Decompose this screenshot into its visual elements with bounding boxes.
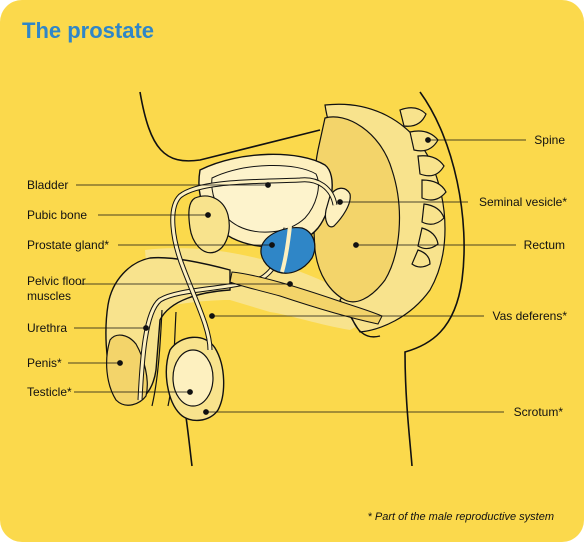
penis-edge: [151, 309, 163, 407]
label-testicle: Testicle*: [27, 385, 72, 399]
leader-lines: [68, 137, 526, 415]
label-seminal-vesicle: Seminal vesicle*: [479, 195, 567, 209]
spine-vertebrae: [399, 107, 447, 268]
testicle-shape: [172, 349, 214, 407]
glans: [106, 334, 148, 406]
footnote: * Part of the male reproductive system: [367, 511, 554, 523]
label-scrotum: Scrotum*: [514, 405, 564, 419]
page-title: The prostate: [22, 18, 155, 43]
back-contour: [404, 91, 465, 467]
label-pelvic-floor-2: muscles: [27, 289, 71, 303]
pubic-bone-shape: [188, 195, 230, 254]
label-urethra: Urethra: [27, 321, 67, 335]
label-pubic-bone: Pubic bone: [27, 208, 87, 222]
label-bladder: Bladder: [27, 178, 68, 192]
label-vas-deferens: Vas deferens*: [493, 309, 568, 323]
pelvic-floor-shape: [229, 271, 383, 325]
label-penis: Penis*: [27, 356, 62, 370]
prostate-urethra: [280, 225, 292, 273]
label-rectum: Rectum: [524, 238, 565, 252]
label-spine: Spine: [534, 133, 565, 147]
vas-deferens-tube-inner: [171, 178, 337, 351]
label-prostate-gland: Prostate gland*: [27, 238, 109, 252]
label-pelvic-floor-1: Pelvic floor: [27, 274, 86, 288]
abdomen-contour: [139, 91, 321, 162]
